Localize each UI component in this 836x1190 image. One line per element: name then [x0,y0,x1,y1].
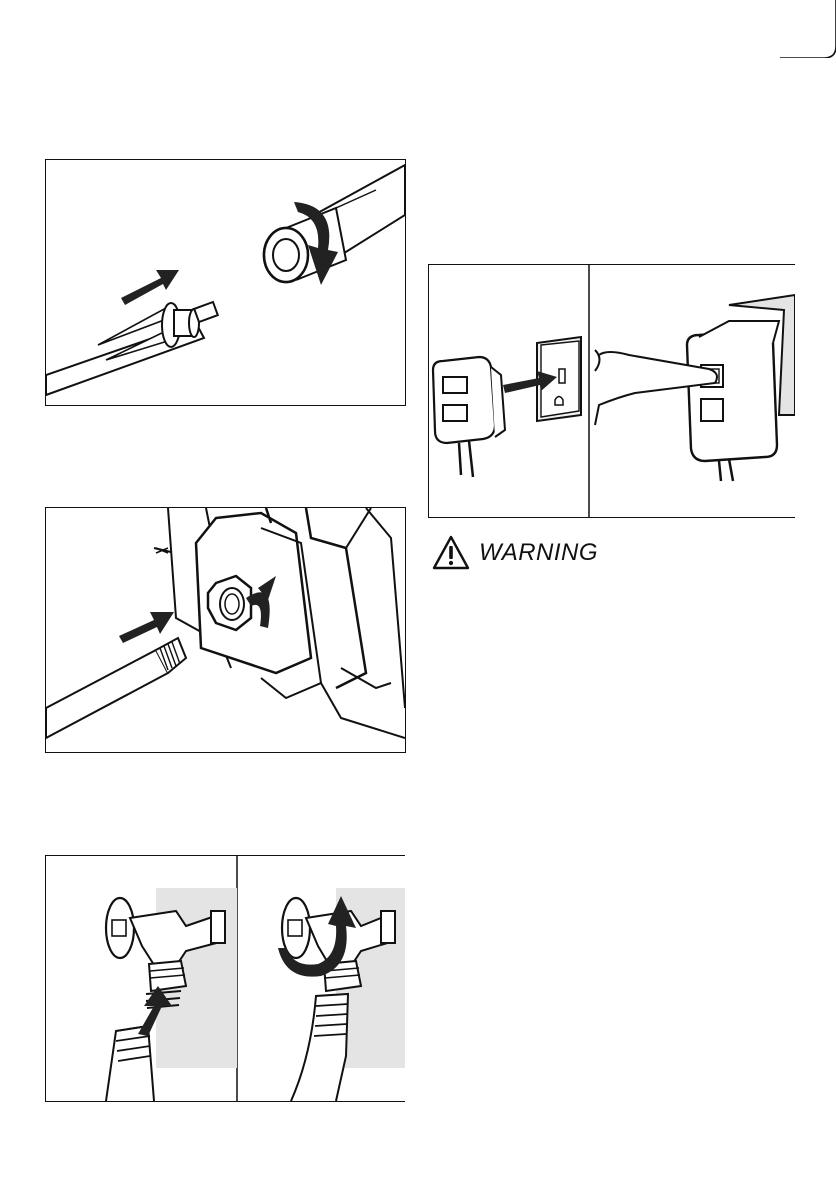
faucet-connect-illustration [46,856,405,1101]
nozzle-attach-illustration [46,160,405,405]
figure-inlet-hose-attach [45,507,406,753]
figure-gfci-plug [428,264,795,518]
warning-label: WARNING [479,539,598,567]
page-corner-mark [780,0,836,58]
figure-nozzle-attach [45,159,406,406]
inlet-hose-attach-illustration [46,508,405,752]
warning-heading: WARNING [431,534,631,574]
gfci-plug-illustration [429,265,795,517]
warning-triangle-icon [431,534,471,572]
figure-faucet-connect [45,855,405,1102]
